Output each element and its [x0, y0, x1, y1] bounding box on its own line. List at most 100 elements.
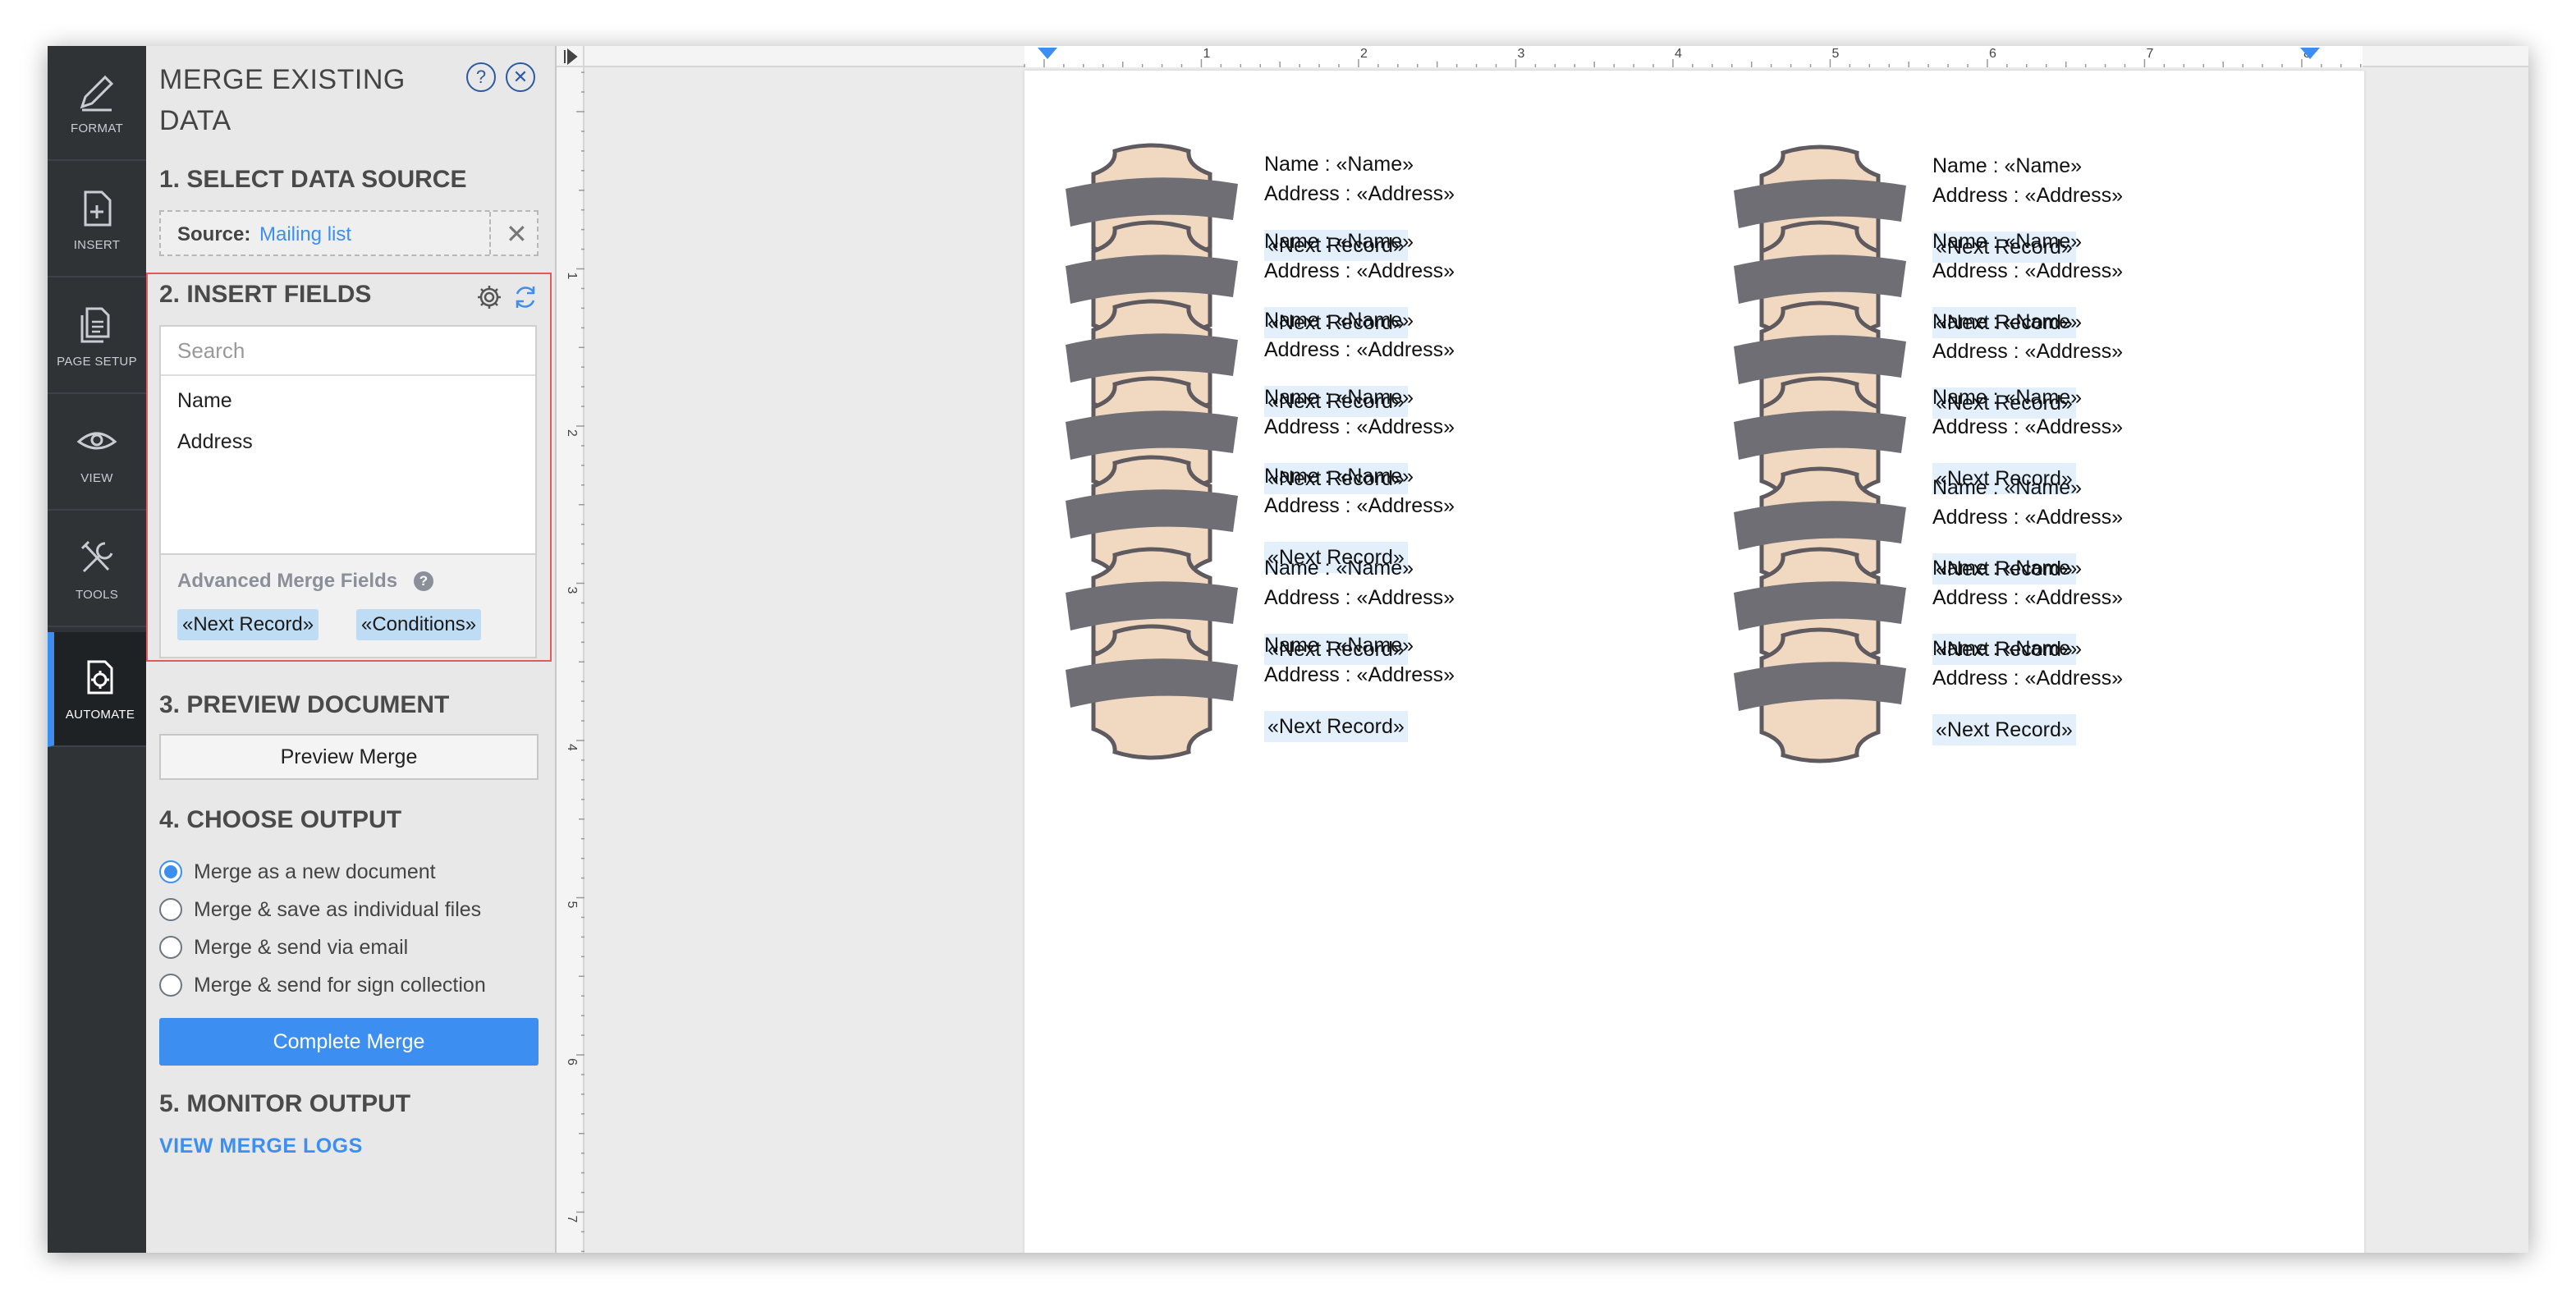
automate-gear-icon — [87, 660, 113, 694]
output-option-new-document[interactable]: Merge as a new document — [159, 857, 436, 887]
label-name-field[interactable]: Name : «Name» — [1932, 154, 2083, 177]
mailing-label[interactable]: Name : «Name»Address : «Address»«Next Re… — [1734, 626, 2374, 765]
refresh-icon[interactable] — [511, 282, 540, 312]
next-record-chip[interactable]: «Next Record» — [177, 609, 319, 640]
document-page[interactable]: Name : «Name»Address : «Address»«Next Re… — [1024, 71, 2364, 1253]
label-address-field[interactable]: Address : «Address» — [1932, 667, 2124, 690]
label-name-field[interactable]: Name : «Name» — [1264, 230, 1414, 253]
right-indent-marker-icon[interactable] — [2300, 48, 2320, 59]
radio-checked[interactable] — [159, 860, 182, 883]
data-source-box: Source: Mailing list ✕ — [159, 210, 539, 256]
label-address-field[interactable]: Address : «Address» — [1264, 415, 1455, 438]
view-merge-logs-link[interactable]: VIEW MERGE LOGS — [159, 1135, 363, 1158]
mailing-label[interactable]: Name : «Name»Address : «Address»«Next Re… — [1066, 622, 1706, 762]
ruler-number: 7 — [565, 1216, 579, 1223]
output-option-individual-files[interactable]: Merge & save as individual files — [159, 895, 481, 924]
source-link[interactable]: Mailing list — [259, 223, 352, 245]
label-name-field[interactable]: Name : «Name» — [1264, 309, 1414, 332]
toolbar-insert-label: INSERT — [73, 237, 121, 252]
toolbar-automate[interactable]: AUTOMATE — [48, 632, 146, 747]
radio-unchecked[interactable] — [159, 936, 182, 959]
label-next-record-field[interactable]: «Next Record» — [1932, 714, 2076, 745]
label-next-record-field[interactable]: «Next Record» — [1264, 230, 1408, 261]
toolbar-view[interactable]: VIEW — [48, 396, 146, 511]
label-name-field[interactable]: Name : «Name» — [1932, 310, 2083, 333]
label-address-field[interactable]: Address : «Address» — [1932, 259, 2124, 282]
mailing-label[interactable]: Name : «Name» Address : «Address» «Next Re… — [1734, 465, 2374, 604]
label-name-field[interactable]: Name : «Name» — [1932, 637, 2083, 660]
label-name-field[interactable]: Name : «Name» — [1264, 386, 1414, 409]
output-option-sign-collection[interactable]: Merge & send for sign collection — [159, 970, 486, 1000]
label-next-record-field[interactable]: «Next Record» — [1264, 711, 1408, 742]
document-canvas[interactable]: Name : «Name»Address : «Address»«Next Re… — [586, 69, 2528, 1253]
left-indent-marker-icon[interactable] — [1038, 48, 1057, 59]
label-address-field[interactable]: Address : «Address» — [1264, 259, 1455, 282]
ruler-number: 4 — [565, 744, 579, 751]
help-button[interactable]: ? — [466, 62, 496, 92]
radio-unchecked[interactable] — [159, 974, 182, 997]
label-address-field[interactable]: Address : «Address» — [1264, 182, 1455, 205]
label-address-field[interactable]: Address : «Address» — [1264, 494, 1455, 517]
toolbar-insert[interactable]: INSERT — [48, 163, 146, 277]
toolbar-page-setup[interactable]: PAGE SETUP — [48, 279, 146, 394]
label-name-field[interactable]: Name : «Name» — [1264, 153, 1414, 176]
label-name-field[interactable]: Name : «Name» — [1264, 557, 1414, 580]
clear-source-button[interactable]: ✕ — [506, 219, 528, 249]
output-option-email[interactable]: Merge & send via email — [159, 933, 408, 962]
label-next-record-field[interactable]: «Next Record» — [1932, 463, 2076, 494]
label-next-record-field[interactable]: «Next Record» — [1264, 463, 1408, 494]
source-divider — [489, 212, 491, 254]
toolbar-format[interactable]: FORMAT — [48, 46, 146, 161]
label-address-field[interactable]: Address : «Address» — [1932, 506, 2124, 529]
close-panel-button[interactable]: ✕ — [506, 62, 535, 92]
field-item-address[interactable]: Address — [177, 430, 253, 453]
label-name-field[interactable]: Name : «Name» — [1932, 386, 2083, 409]
label-name-field[interactable]: Name : «Name» — [1932, 230, 2083, 253]
label-name-field[interactable]: Name : «Name» — [1264, 634, 1414, 657]
radio-unchecked[interactable] — [159, 898, 182, 921]
label-address-field[interactable]: Address : «Address» — [1932, 184, 2124, 207]
step5-title: 5. MONITOR OUTPUT — [159, 1090, 411, 1117]
settings-gear-icon[interactable] — [474, 282, 504, 312]
label-next-record-field[interactable]: «Next Record» — [1932, 307, 2076, 338]
label-next-record-field[interactable]: «Next Record» — [1932, 387, 2076, 419]
label-address-field[interactable]: Address : «Address» — [1932, 586, 2124, 609]
label-name-field[interactable]: Name : «Name» — [1932, 476, 2083, 499]
mailing-label[interactable]: Name : «Name»Address : «Address»«Next Re… — [1734, 374, 2374, 514]
label-next-record-field[interactable]: «Next Record» — [1932, 232, 2076, 263]
label-next-record-field[interactable]: «Next Record» — [1264, 634, 1408, 665]
complete-merge-button[interactable]: Complete Merge — [159, 1018, 539, 1066]
label-next-record-field[interactable]: «Next Record» — [1264, 307, 1408, 338]
output-option-label: Merge & send via email — [194, 935, 409, 959]
label-address-field[interactable]: Address : «Address» — [1264, 338, 1455, 361]
toolbar-tools[interactable]: TOOLS — [48, 512, 146, 627]
ruler-corner[interactable] — [557, 46, 584, 67]
field-search-input[interactable] — [161, 327, 535, 376]
mailing-label[interactable]: Name : «Name»Address : «Address»«Next Re… — [1734, 545, 2374, 685]
advanced-merge-fields: Advanced Merge Fields ? «Next Record» «C… — [159, 555, 537, 658]
label-next-record-field[interactable]: «Next Record» — [1932, 634, 2076, 665]
advanced-help-icon[interactable]: ? — [414, 571, 433, 591]
label-address-field[interactable]: Address : «Address» — [1264, 663, 1455, 686]
horizontal-ruler[interactable]: 12345678 — [584, 46, 2528, 67]
eye-icon — [76, 432, 117, 449]
label-next-record-field[interactable]: «Next Record» — [1932, 553, 2076, 585]
output-option-label: Merge as a new document — [194, 860, 436, 883]
label-address-field[interactable]: Address : «Address» — [1932, 340, 2124, 363]
label-address-field[interactable]: Address : «Address» — [1932, 415, 2124, 438]
app-window: FORMAT INSERT PAGE SETUP VIEW TOOLS AUTO… — [48, 46, 2528, 1253]
output-option-label: Merge & save as individual files — [194, 897, 482, 921]
label-address-field[interactable]: Address : «Address» — [1264, 586, 1455, 609]
label-next-record-field[interactable]: «Next Record» — [1264, 386, 1408, 417]
label-name-field[interactable]: Name : «Name» — [1932, 557, 2083, 580]
mailing-label[interactable]: Name : «Name»Address : «Address»«Next Re… — [1066, 141, 1706, 281]
field-item-name[interactable]: Name — [177, 389, 232, 412]
label-next-record-field[interactable]: «Next Record» — [1264, 542, 1408, 573]
preview-merge-button[interactable]: Preview Merge — [159, 734, 539, 780]
toolbar-automate-label: AUTOMATE — [65, 707, 135, 722]
mailing-label[interactable]: Name : «Name»Address : «Address»«Next Re… — [1066, 297, 1706, 437]
step1-title: 1. SELECT DATA SOURCE — [159, 166, 467, 193]
label-name-field[interactable]: Name : «Name» — [1264, 465, 1414, 488]
conditions-chip[interactable]: «Conditions» — [356, 609, 482, 640]
